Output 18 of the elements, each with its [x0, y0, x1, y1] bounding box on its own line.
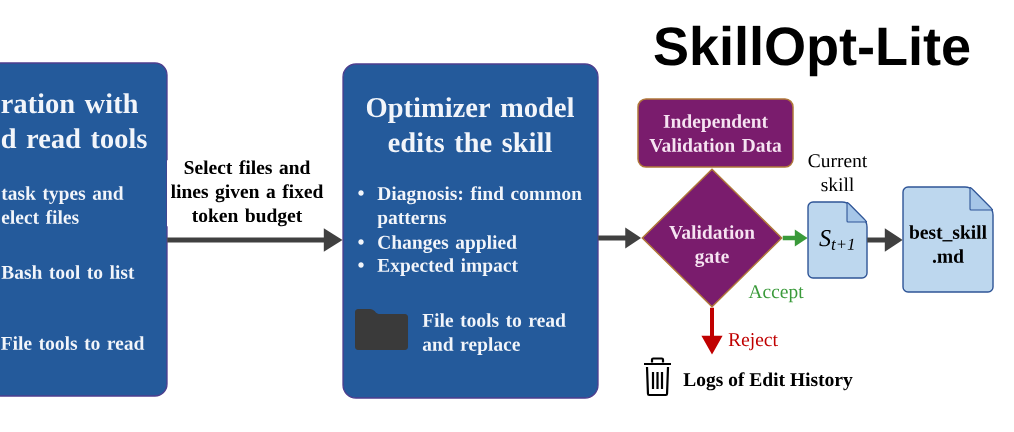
edge-label: Reject	[728, 333, 778, 351]
box-text: Expected impact	[377, 258, 518, 276]
box-text: Diagnosis: find common patterns	[377, 186, 582, 229]
box-text: Changes applied	[378, 235, 517, 254]
edge-label: Select files and lines given a fixed token budget	[167, 160, 327, 227]
box-text: task types and elect files	[1, 186, 124, 224]
box-text: File tools to read and replace	[422, 313, 566, 355]
process-box	[342, 63, 599, 399]
node-caption: Current skill	[808, 154, 868, 192]
box-text: File tools to read	[1, 336, 145, 350]
data-box	[637, 98, 794, 168]
log-label: Logs of Edit History	[683, 372, 853, 391]
box-text: Independent Validation Data	[649, 114, 782, 153]
title: SkillOpt-Lite	[654, 25, 970, 77]
box-heading: Optimizer model edits the skill	[366, 97, 574, 153]
box-heading: ration with d read tools	[1, 93, 147, 149]
process-box	[0, 62, 168, 397]
box-text: Bash tool to list	[1, 265, 135, 279]
